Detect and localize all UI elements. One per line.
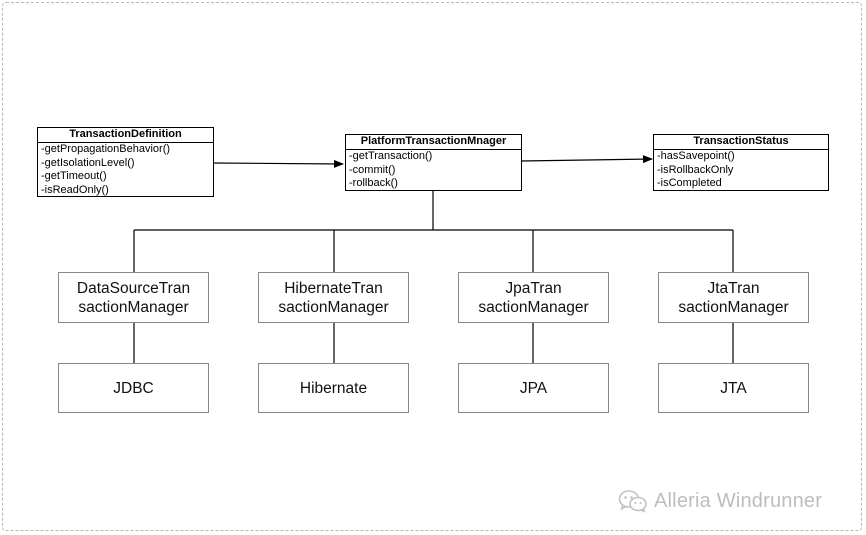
box-label-line: JtaTran bbox=[707, 279, 760, 297]
hibernate-box: Hibernate bbox=[258, 363, 409, 413]
class-title: PlatformTransactionMnager bbox=[346, 135, 521, 150]
class-title: TransactionStatus bbox=[654, 135, 828, 150]
jdbc-box: JDBC bbox=[58, 363, 209, 413]
method: -isRollbackOnly bbox=[657, 163, 734, 176]
box-label-line: sactionManager bbox=[678, 298, 789, 316]
box-label: JTA bbox=[720, 379, 747, 397]
transaction-status-class: TransactionStatus -hasSavepoint() -isRol… bbox=[653, 134, 829, 191]
method: -getTransaction() bbox=[349, 150, 433, 162]
method: -hasSavepoint() bbox=[657, 150, 735, 162]
class-methods: -getTransaction() -commit() -rollback() bbox=[346, 150, 521, 191]
method: -commit() bbox=[349, 163, 396, 176]
jta-box: JTA bbox=[658, 363, 809, 413]
box-label: JDBC bbox=[113, 379, 154, 397]
arrow-platform-to-status bbox=[520, 155, 653, 164]
box-label-line: sactionManager bbox=[78, 298, 189, 316]
box-label-line: HibernateTran bbox=[284, 279, 383, 297]
box-label-line: sactionManager bbox=[278, 298, 389, 316]
method: -isCompleted bbox=[657, 177, 722, 189]
box-label-line: JpaTran bbox=[505, 279, 562, 297]
box-label: Hibernate bbox=[299, 379, 368, 397]
method: -getIsolationLevel() bbox=[41, 156, 135, 169]
class-methods: -hasSavepoint() -isRollbackOnly -isCompl… bbox=[654, 150, 828, 191]
jpa-box: JPA bbox=[458, 363, 609, 413]
method: -rollback() bbox=[349, 177, 398, 189]
method: -getPropagationBehavior() bbox=[41, 143, 171, 155]
watermark: Alleria Windrunner bbox=[618, 488, 854, 514]
box-label-line: sactionManager bbox=[478, 298, 589, 316]
box-label: JPA bbox=[519, 379, 548, 397]
class-methods: -getPropagationBehavior() -getIsolationL… bbox=[38, 143, 213, 197]
watermark-text: Alleria Windrunner bbox=[654, 489, 823, 512]
platform-transaction-manager-class: PlatformTransactionMnager -getTransactio… bbox=[345, 134, 522, 191]
transaction-definition-class: TransactionDefinition -getPropagationBeh… bbox=[37, 127, 214, 197]
class-title: TransactionDefinition bbox=[38, 128, 213, 143]
method: -getTimeout() bbox=[41, 170, 107, 182]
wechat-icon bbox=[618, 490, 647, 513]
method: -isReadOnly() bbox=[41, 183, 109, 196]
arrow-definition-to-platform bbox=[212, 159, 344, 168]
box-label-line: DataSourceTran bbox=[76, 279, 191, 297]
